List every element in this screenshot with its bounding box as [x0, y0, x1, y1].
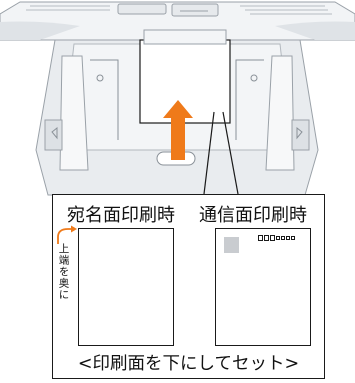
- up-arrow-icon: [163, 100, 193, 160]
- printer-illustration: [0, 1, 355, 196]
- printer-top-cover: [0, 1, 355, 41]
- address-side-caption: 宛名面印刷時: [67, 205, 175, 226]
- message-side-postcard: [215, 228, 311, 346]
- top-slot-right: [171, 3, 219, 17]
- callout-line-left: [203, 111, 215, 195]
- orientation-hook-arrow-icon: [57, 225, 77, 244]
- callout-line-right: [222, 111, 239, 195]
- top-edge-away-label: 上端を奥に: [57, 243, 70, 301]
- print-side-down-instruction: <印刷面を下にしてセット>: [77, 354, 300, 374]
- stamp-area-box: [224, 237, 239, 253]
- address-side-postcard: [78, 228, 174, 346]
- loading-orientation-panel: 宛名面印刷時 通信面印刷時 上端を奥に <印刷面を下にしてセット>: [52, 194, 325, 379]
- postal-code-boxes: [258, 235, 296, 241]
- message-side-caption: 通信面印刷時: [199, 205, 307, 226]
- right-paper-guide: [265, 55, 295, 171]
- top-slot-left: [117, 3, 167, 15]
